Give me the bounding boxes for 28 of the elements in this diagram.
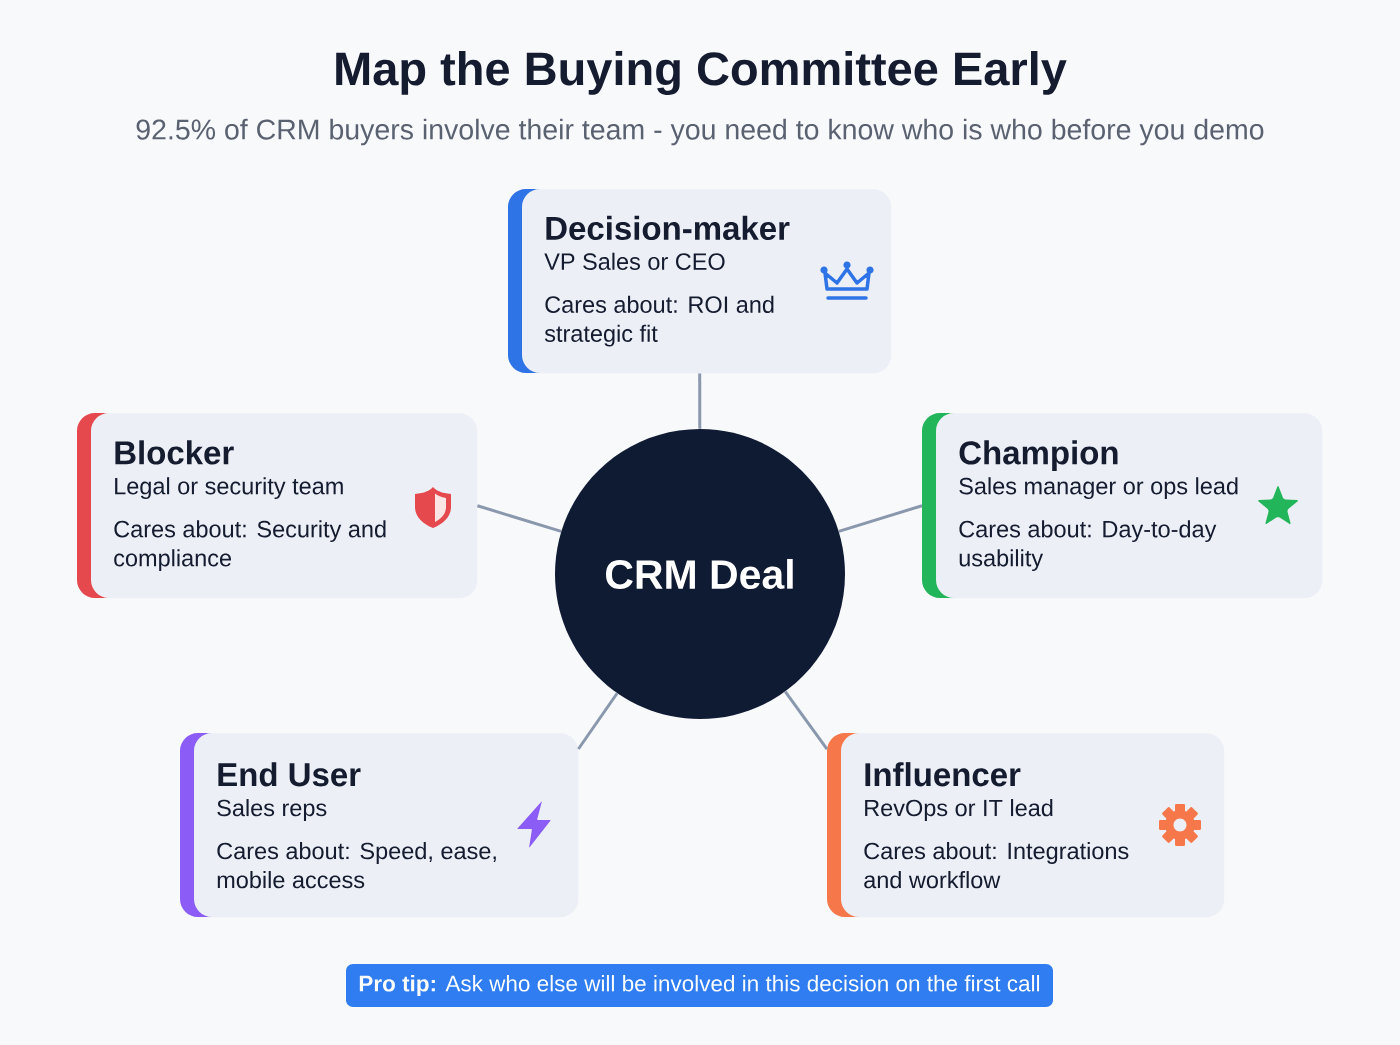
connector-line [838, 504, 923, 533]
card-description: Cares about: Security and compliance [114, 520, 386, 572]
connector-line [476, 504, 562, 533]
card-description: Cares about: ROI and strategic fit [544, 295, 774, 347]
card-subtitle: Legal or security team [115, 477, 343, 500]
role-card [922, 413, 1323, 599]
role-card [827, 733, 1225, 918]
card-subtitle: RevOps or IT lead [865, 799, 1053, 821]
connector-line [577, 692, 619, 750]
card-title: End User [218, 762, 361, 787]
title: Map the Buying Committee Early [336, 51, 1067, 95]
role-card [508, 189, 892, 374]
subtitle: 92.5% of CRM buyers involve their team - you need to know who is who before you demo [136, 118, 1264, 146]
card-title: Decision-maker [546, 215, 790, 241]
role-card [77, 413, 478, 599]
card-description: Cares about: Day-to-day usability [959, 520, 1217, 572]
card-description: Cares about: Integrations and workflow [864, 842, 1129, 889]
card-title: Influencer [865, 762, 1021, 787]
role-card [180, 733, 579, 918]
card-title: Champion [959, 440, 1118, 472]
tip-banner: Pro tip: Ask who else will be involved in this decision on the first call [346, 964, 1053, 1007]
card-subtitle: VP Sales or CEO [544, 252, 725, 270]
card-title: Blocker [115, 440, 234, 465]
card-subtitle: Sales reps [217, 799, 327, 821]
card-subtitle: Sales manager or ops lead [959, 477, 1238, 500]
card-description: Cares about: Speed, ease, mobile access [217, 842, 496, 889]
connector-line [784, 690, 829, 750]
connector-line [698, 373, 702, 429]
